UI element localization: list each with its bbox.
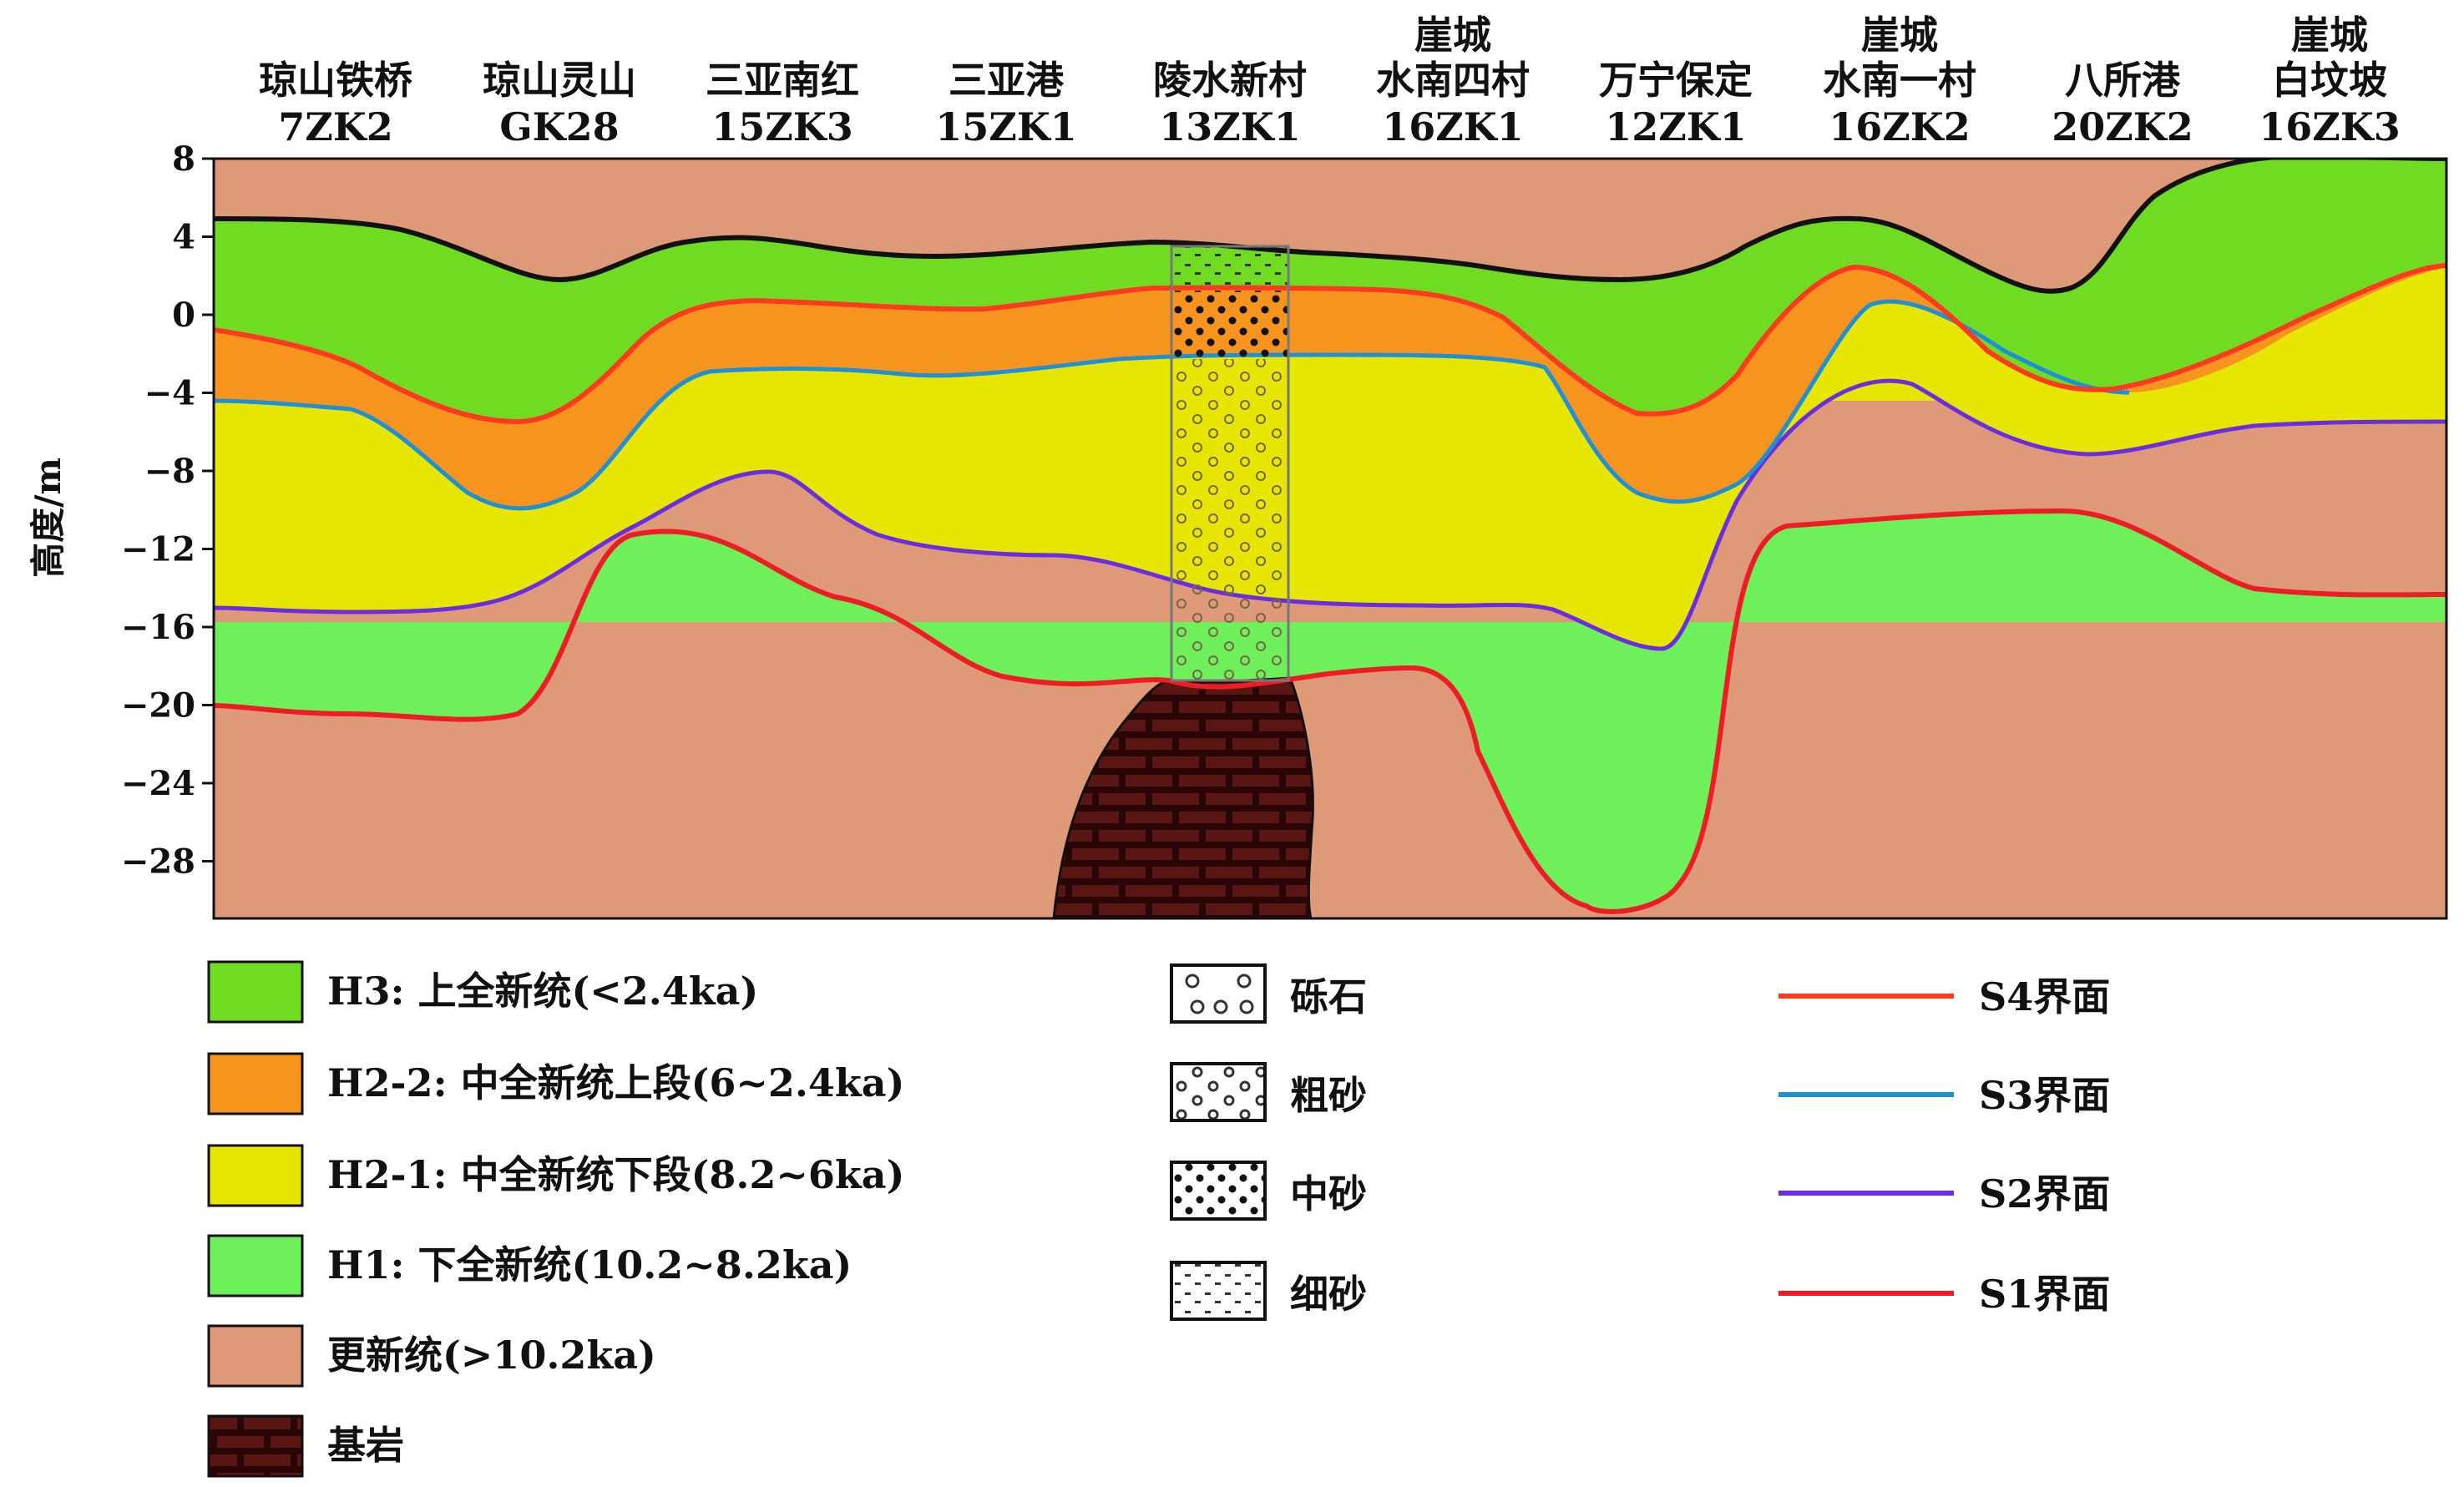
- site-label-line1: 琼山铁桥: [259, 58, 412, 103]
- medium-sand-pattern-icon: [1170, 1161, 1267, 1221]
- legend-label-gravel: 砾石: [1290, 974, 1367, 1019]
- plot-frame: [212, 157, 2448, 920]
- y-tick-label: −24: [121, 764, 195, 803]
- h2-2-band: [214, 267, 2446, 649]
- s2-boundary-line: [214, 378, 2446, 651]
- site-label-line1: 琼山灵山: [483, 58, 636, 103]
- site-label-line0: 崖城: [1414, 13, 1491, 58]
- y-axis: 8 4 0 −4 −8 −12 −16 −20 −24 −28: [121, 139, 214, 882]
- site-label-line1: 陵水新村: [1153, 58, 1307, 103]
- legend-label-pleistocene: 更新统(>10.2ka): [327, 1333, 656, 1378]
- site-label-line2: GK28: [499, 104, 619, 149]
- s1-boundary-line: [214, 508, 2446, 914]
- y-axis-title: 高度/m: [28, 458, 68, 578]
- legend-label-h1: H1: 下全新统(10.2~8.2ka): [327, 1242, 852, 1287]
- legend-label-h2-2: H2-2: 中全新统上段(6~2.4ka): [327, 1060, 904, 1105]
- site-label-line2: 15ZK1: [935, 104, 1077, 149]
- legend-label-fine-sand: 细砂: [1290, 1272, 1367, 1317]
- gravel-circles: [1185, 974, 1254, 1014]
- s4-boundary-line: [214, 263, 2446, 425]
- legend-label-h2-1: H2-1: 中全新统下段(8.2~6ka): [327, 1152, 904, 1197]
- site-label-line1: 水南一村: [1823, 58, 1976, 103]
- h2-1-swatch: [207, 1144, 304, 1207]
- y-tick-label: −4: [144, 374, 195, 413]
- y-tick-label: −8: [144, 452, 195, 491]
- legend-lithology: 砾石 粗砂 中砂 细砂: [1170, 964, 1367, 1321]
- site-label-line1: 水南四村: [1376, 58, 1530, 103]
- legend-label-medium-sand: 中砂: [1290, 1171, 1367, 1216]
- site-label-line2: 20ZK2: [2052, 104, 2193, 149]
- legend-boundaries: S4界面 S3界面 S2界面 S1界面: [1778, 974, 2110, 1317]
- y-tick-label: 4: [172, 218, 195, 257]
- y-tick-label: −12: [121, 530, 195, 569]
- pleistocene-swatch: [207, 1324, 304, 1388]
- site-label-line2: 15ZK3: [711, 104, 853, 149]
- site-label-line1: 万宁保定: [1599, 58, 1753, 103]
- site-label-line2: 13ZK1: [1159, 104, 1301, 149]
- site-label-line2: 7ZK2: [278, 104, 393, 149]
- h3-swatch: [207, 960, 304, 1024]
- site-label-line2: 16ZK3: [2259, 104, 2401, 149]
- y-tick-label: −28: [121, 842, 195, 882]
- y-tick-label: 0: [172, 296, 195, 335]
- bedrock-swatch: [207, 1414, 304, 1478]
- y-tick-label: 8: [172, 139, 195, 179]
- surface-line: [214, 159, 2446, 294]
- borehole-column-13zk1: [1170, 245, 1290, 682]
- legend-label-coarse-sand: 粗砂: [1290, 1073, 1367, 1118]
- h1-layer: [214, 511, 2446, 912]
- site-label-line1: 白坟坡: [2272, 58, 2387, 103]
- site-label-line1: 八所港: [2065, 58, 2181, 103]
- legend-label-h3: H3: 上全新统(<2.4ka): [327, 969, 758, 1014]
- site-label-line0: 崖城: [2291, 13, 2368, 58]
- legend-label-s3: S3界面: [1979, 1073, 2110, 1118]
- legend-label-s4: S4界面: [1979, 974, 2110, 1019]
- site-label-line2: 12ZK1: [1605, 104, 1747, 149]
- y-tick-label: −20: [121, 686, 195, 726]
- y-tick-label: −16: [121, 608, 195, 647]
- site-label-line1: 三亚港: [949, 58, 1065, 103]
- fine-sand-pattern-icon: [1170, 1261, 1267, 1321]
- site-label-line0: 崖城: [1861, 13, 1938, 58]
- legend-units: H3: 上全新统(<2.4ka) H2-2: 中全新统上段(6~2.4ka) H…: [207, 960, 904, 1478]
- site-label-line2: 16ZK2: [1829, 104, 1971, 149]
- coarse-sand-pattern-icon: [1170, 1062, 1267, 1122]
- legend-label-s2: S2界面: [1979, 1171, 2110, 1216]
- site-label-line1: 三亚南红: [706, 58, 859, 103]
- legend-label-bedrock: 基岩: [327, 1423, 404, 1468]
- h2-2-swatch: [207, 1052, 304, 1115]
- h1-swatch: [207, 1234, 304, 1297]
- h2-2-upper-band: [214, 266, 2446, 508]
- site-label-line2: 16ZK1: [1382, 104, 1524, 149]
- legend-label-s1: S1界面: [1979, 1272, 2110, 1317]
